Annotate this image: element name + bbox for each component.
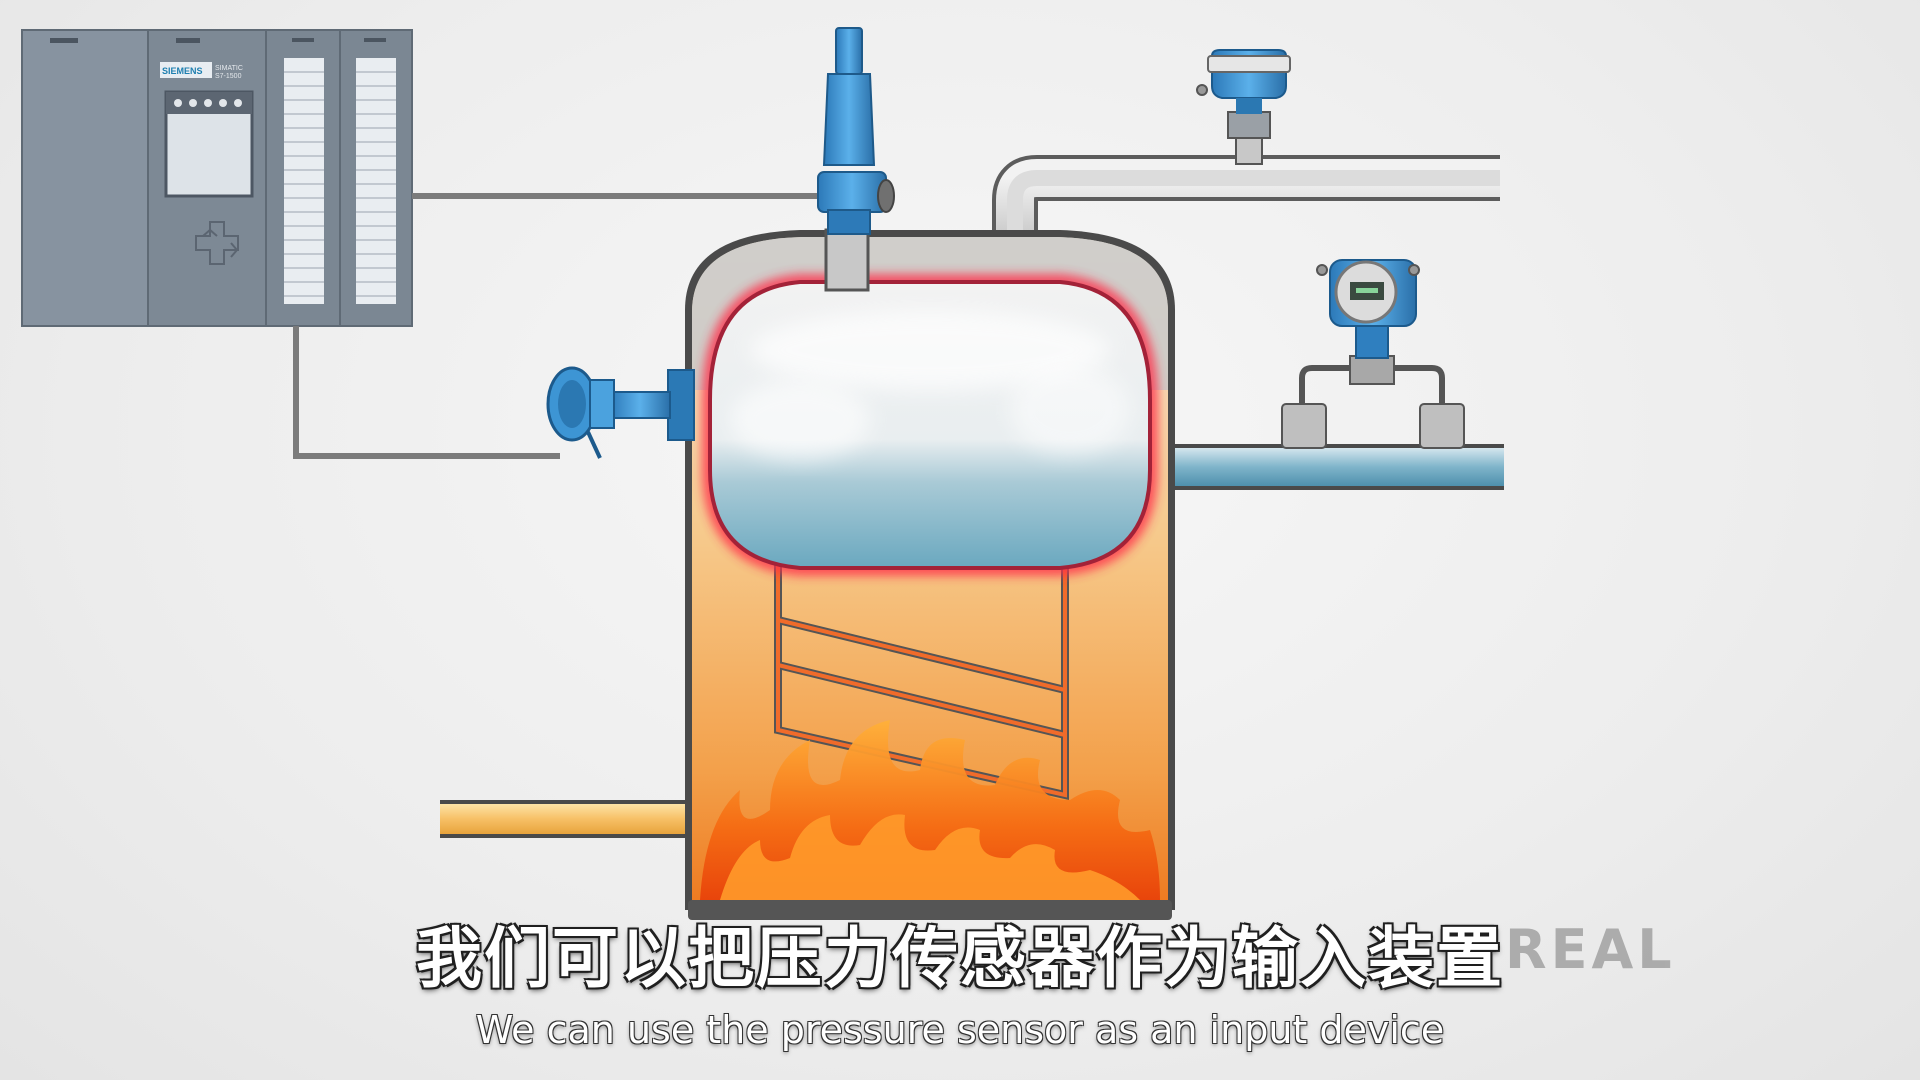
- plc-dpad-icon: [195, 221, 239, 265]
- pressure-sensor: [1196, 49, 1291, 165]
- watermark-logo: REAL: [1505, 918, 1676, 981]
- plc-model-sub: S7-1500: [215, 73, 242, 80]
- water-pipe: [1160, 444, 1504, 490]
- signal-wires: [293, 193, 820, 459]
- level-sensor: [546, 366, 695, 459]
- plc-brand-label: SIEMENS: [162, 66, 203, 76]
- safety-valve: [817, 27, 895, 292]
- subtitle-chinese: 我们可以把压力传感器作为输入装置: [416, 920, 1504, 997]
- plc-controller: SIEMENS SIMATIC S7-1500: [21, 29, 413, 327]
- subtitle-english: We can use the pressure sensor as an inp…: [475, 1008, 1445, 1052]
- flame-icon: [700, 720, 1160, 900]
- differential-pressure-transmitter: [1281, 259, 1465, 449]
- steam-drum: [702, 274, 1158, 576]
- steam-pipe: [992, 155, 1500, 280]
- fuel-pipe: [440, 800, 692, 838]
- plc-model-label: SIMATIC: [215, 65, 243, 72]
